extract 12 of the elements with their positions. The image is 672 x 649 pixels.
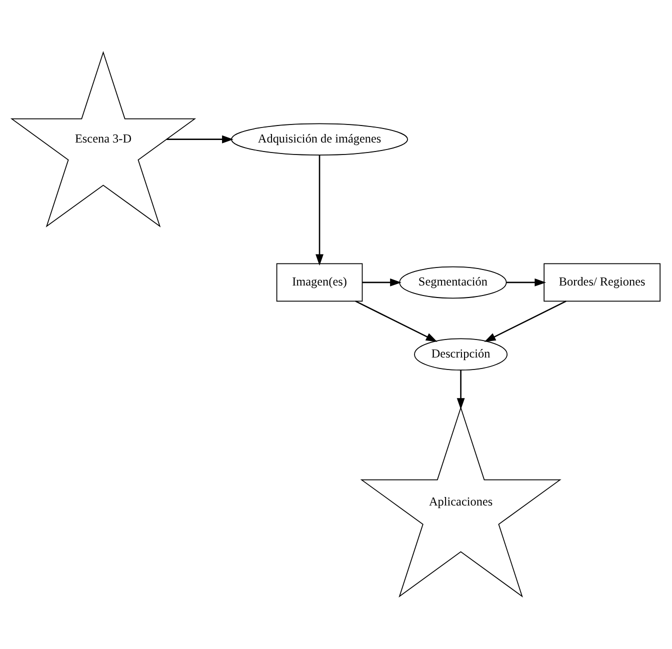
node-box: Bordes/ Regiones bbox=[544, 263, 661, 302]
arrow bbox=[484, 300, 566, 342]
arrow bbox=[355, 300, 438, 342]
node-ellipse: Descripción bbox=[414, 338, 508, 371]
arrow bbox=[456, 370, 465, 410]
node-ellipse: Adquisición de imágenes bbox=[231, 123, 408, 156]
node-ellipse: Segmentación bbox=[399, 266, 507, 299]
arrow bbox=[362, 278, 402, 286]
arrow bbox=[316, 155, 324, 266]
arrow bbox=[166, 135, 234, 144]
node-box: Imagen(es) bbox=[276, 263, 363, 302]
arrow bbox=[506, 278, 546, 286]
